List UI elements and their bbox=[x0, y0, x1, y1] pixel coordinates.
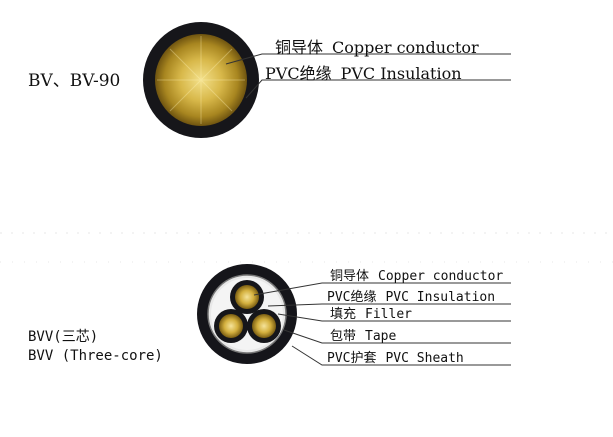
three-leader-sheath bbox=[291, 345, 511, 366]
single-label-conductor-en: Copper conductor bbox=[332, 38, 479, 57]
single-label-conductor-cn: 铜导体 bbox=[275, 38, 324, 57]
single-leader-conductor bbox=[225, 53, 511, 65]
three-cable-name-cn: BVV(三芯) bbox=[28, 329, 99, 345]
single-leader-insulation bbox=[245, 79, 511, 99]
three-label-insulation-cn: PVC绝缘 bbox=[327, 290, 377, 305]
three-label-tape: 包带 Tape bbox=[330, 330, 396, 343]
three-label-sheath-en: PVC Sheath bbox=[385, 351, 464, 366]
three-label-insulation-en: PVC Insulation bbox=[385, 290, 496, 305]
three-label-insulation: PVC绝缘 PVC Insulation bbox=[327, 291, 495, 304]
single-label-insulation-cn: PVC绝缘 bbox=[265, 64, 332, 83]
single-label-conductor: 铜导体 Copper conductor bbox=[275, 40, 479, 56]
three-label-sheath: PVC护套 PVC Sheath bbox=[327, 352, 464, 365]
three-label-conductor: 铜导体 Copper conductor bbox=[330, 270, 503, 283]
three-leader-filler bbox=[277, 313, 511, 322]
three-label-tape-en: Tape bbox=[365, 329, 397, 344]
three-label-filler-en: Filler bbox=[365, 307, 412, 322]
core-left bbox=[214, 309, 248, 343]
three-label-tape-cn: 包带 bbox=[330, 329, 357, 344]
three-label-conductor-en: Copper conductor bbox=[378, 269, 504, 284]
three-label-filler-cn: 填充 bbox=[330, 307, 357, 322]
core-top bbox=[230, 280, 264, 314]
three-leader-conductor bbox=[253, 282, 511, 296]
three-leader-tape bbox=[283, 329, 511, 344]
single-conductor-sheen bbox=[157, 36, 245, 124]
single-label-insulation-en: PVC Insulation bbox=[340, 64, 462, 83]
three-cable-name-en: BVV (Three-core) bbox=[28, 348, 163, 364]
three-label-conductor-cn: 铜导体 bbox=[330, 269, 370, 284]
single-conductor bbox=[155, 34, 247, 126]
single-cable-name: BV、BV-90 bbox=[28, 71, 121, 91]
core-right bbox=[247, 309, 281, 343]
single-core-cable bbox=[143, 22, 259, 138]
three-label-filler: 填充 Filler bbox=[330, 308, 412, 321]
three-label-sheath-cn: PVC护套 bbox=[327, 351, 377, 366]
three-leader-insulation bbox=[267, 303, 511, 307]
single-label-insulation: PVC绝缘 PVC Insulation bbox=[265, 66, 462, 82]
single-leader-lines bbox=[225, 53, 511, 99]
three-core-cable bbox=[197, 264, 297, 364]
scan-noise bbox=[0, 232, 613, 263]
three-leader-lines bbox=[253, 282, 511, 366]
